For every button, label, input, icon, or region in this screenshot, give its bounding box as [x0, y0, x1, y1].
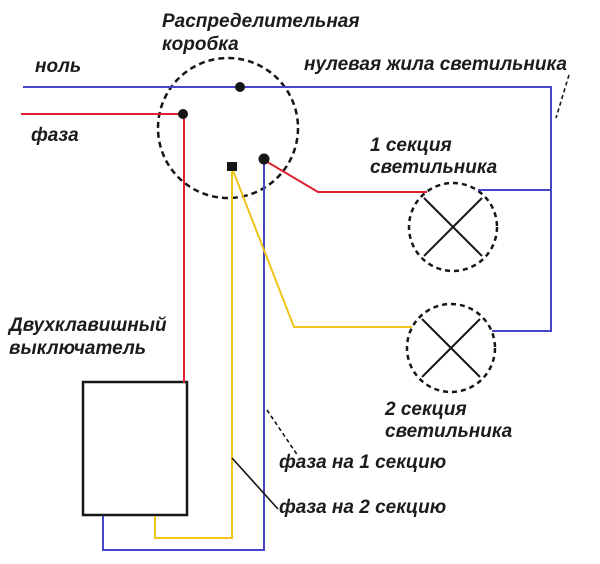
- lamp1-cross-icon: [423, 197, 483, 257]
- phase-lamp2-wire: [231, 167, 412, 328]
- lamp-neutral-wire-label: нулевая жила светильника: [304, 54, 567, 75]
- neutral-wire: [23, 86, 552, 332]
- terminal-section1-dot: [258, 153, 270, 165]
- lamp1-circle: [407, 181, 499, 273]
- switch-box: [81, 380, 189, 517]
- neutral-in-label: ноль: [35, 56, 82, 77]
- terminal-section2-square: [227, 162, 237, 171]
- terminal-phase-dot: [178, 109, 188, 119]
- switch-return-section2-wire: [154, 170, 233, 539]
- pointer-neutral-wire-line: [555, 74, 570, 119]
- junction-box-circle: [156, 56, 300, 200]
- lamp2-circle: [405, 302, 497, 394]
- lamp-section2-label: 2 секция светильника: [385, 399, 513, 442]
- phase-to-section1-label: фаза на 1 секцию: [279, 452, 447, 473]
- lamp2-cross-icon: [421, 318, 481, 378]
- lamp-section1-label: 1 секция светильника: [370, 135, 498, 178]
- switch-label: Двухклавишный выключатель: [9, 315, 167, 359]
- switch-return-section1-wire: [102, 163, 265, 551]
- junction-box-label: Распределительная коробка: [162, 11, 360, 55]
- phase-lamp1-wire: [263, 159, 427, 193]
- pointer-phase-section2-line: [231, 457, 279, 510]
- pointer-phase-section1-line: [266, 409, 299, 457]
- terminal-neutral-dot: [235, 82, 245, 92]
- phase-in-label: фаза: [31, 125, 79, 146]
- phase-to-section2-label: фаза на 2 секцию: [279, 497, 447, 518]
